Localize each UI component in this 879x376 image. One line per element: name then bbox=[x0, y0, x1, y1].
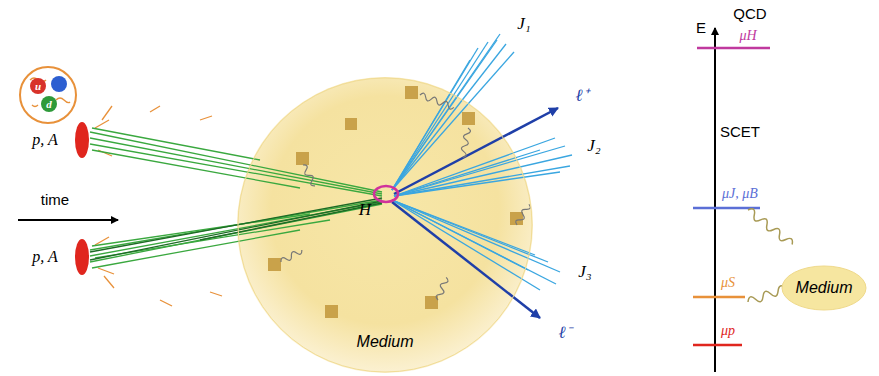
theory-label: SCET bbox=[720, 124, 760, 141]
medium-region: Medium bbox=[782, 266, 866, 310]
medium-sphere bbox=[237, 77, 533, 373]
medium-scatterers bbox=[268, 86, 523, 318]
leptons bbox=[392, 108, 558, 318]
scale-label: μJ, μB bbox=[722, 186, 758, 201]
incoming-partons bbox=[90, 128, 382, 268]
node-outline bbox=[237, 77, 533, 373]
jets bbox=[392, 34, 572, 290]
incoming-partons-dark bbox=[90, 198, 382, 260]
medium-label: Medium bbox=[796, 279, 853, 297]
quark-label: d bbox=[46, 98, 52, 110]
node-outline bbox=[373, 185, 399, 203]
hard-vertex: H bbox=[373, 185, 399, 203]
axis-label: time bbox=[41, 192, 69, 209]
jet-label: J₂ bbox=[587, 137, 600, 156]
proton-icon bbox=[20, 67, 76, 123]
node-shape bbox=[374, 186, 398, 202]
lepton-label: ℓ⁻ bbox=[558, 324, 571, 343]
lepton-label: ℓ⁺ bbox=[575, 87, 588, 106]
medium-gluons bbox=[280, 92, 532, 301]
jet-label: J₁ bbox=[517, 15, 530, 34]
scale-label: μS bbox=[721, 275, 735, 290]
theory-label: QCD bbox=[733, 6, 766, 23]
node-shape bbox=[782, 266, 866, 310]
axis-label: E bbox=[696, 20, 706, 37]
time-arrow bbox=[18, 219, 118, 221]
medium-region: Medium H bbox=[237, 77, 533, 373]
node-shape bbox=[238, 78, 532, 372]
vertex-label: H bbox=[359, 201, 371, 220]
scale-label: μH bbox=[739, 28, 756, 43]
beam-label: p, A bbox=[32, 131, 57, 149]
jet-label: J₃ bbox=[578, 263, 591, 282]
scale-label: μp bbox=[721, 323, 735, 338]
energy-axis bbox=[693, 28, 770, 372]
quark-label: u bbox=[35, 80, 41, 92]
medium-label: Medium bbox=[357, 333, 414, 351]
beam-ellipses bbox=[75, 122, 89, 275]
beam-label: p, A bbox=[32, 248, 57, 266]
spectators bbox=[95, 106, 222, 306]
